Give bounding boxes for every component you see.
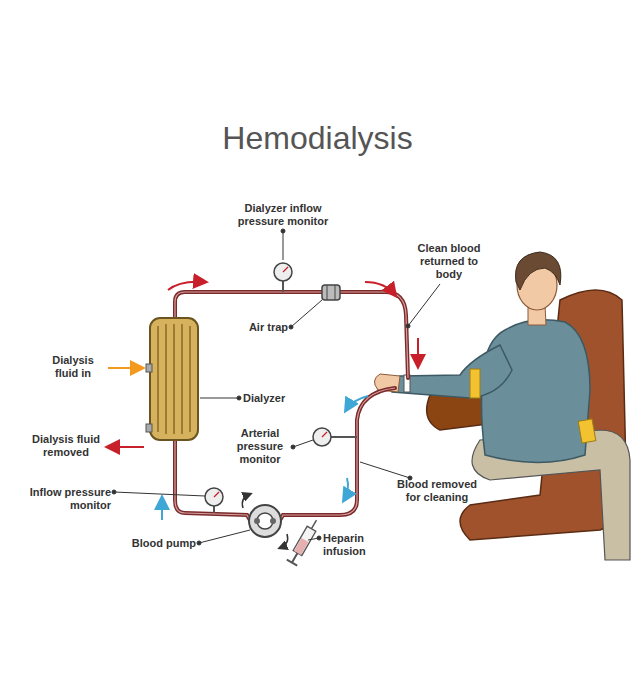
part-label: Heparin infusion (323, 532, 387, 558)
part-label: Inflow pressure monitor (4, 486, 111, 512)
part-label: Dialyzer (243, 392, 313, 405)
part-label: Clean blood returned to body (410, 242, 488, 281)
part-label: Dialysis fluid removed (25, 433, 107, 459)
part-label: Dialyzer inflow pressure monitor (223, 202, 343, 228)
part-label: Blood removed for cleaning (392, 478, 482, 504)
part-label: Arterial pressure monitor (230, 427, 290, 466)
part-label: Dialysis fluid in (40, 354, 106, 380)
part-label: Blood pump (110, 537, 196, 550)
diagram-title: Hemodialysis (0, 120, 635, 157)
part-label: Air trap (232, 321, 288, 334)
